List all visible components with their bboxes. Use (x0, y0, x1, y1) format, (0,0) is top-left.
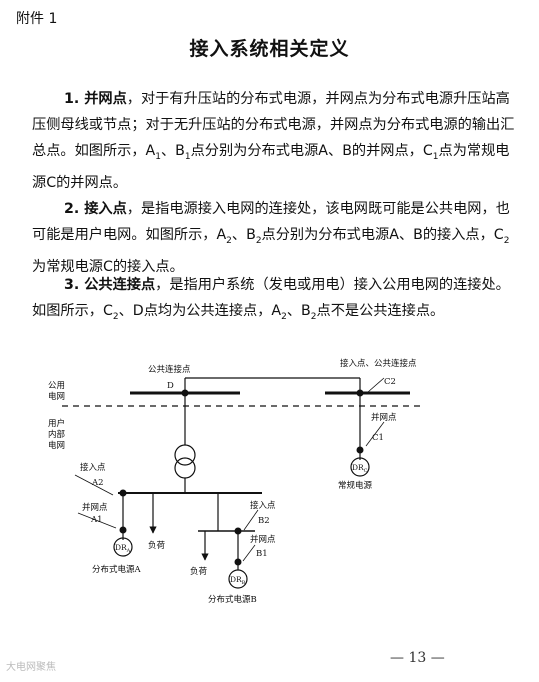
dr-text: DR (230, 575, 242, 584)
load-1-label: 负荷 (148, 540, 166, 551)
subscript: 2 (281, 311, 287, 322)
node-a1-label: A1 (90, 515, 103, 525)
paragraph-text: 为常规电源C的接入点。 (32, 258, 184, 275)
dr-b-label: DRB (230, 575, 246, 586)
public-grid-label: 公用 (48, 381, 65, 391)
paragraph-access-point: 2. 接入点，是指电源接入电网的连接处，该电网既可能是公共电网，也可能是用户电网… (32, 196, 517, 280)
watermark: 大电网聚焦 (6, 662, 56, 673)
paragraph-text: 、D点均为公共连接点，A (118, 303, 282, 319)
term-heading: 1. 并网点 (64, 91, 127, 107)
attachment-label: 附件 1 (16, 11, 58, 27)
subscript: 1 (432, 151, 439, 162)
paragraph-text: 、B (286, 303, 311, 319)
term-heading: 3. 公共连接点 (64, 277, 156, 293)
dr-b-circle (228, 569, 248, 589)
subscript: 2 (310, 311, 317, 322)
user-grid-label: 内部 (48, 429, 66, 440)
term-heading: 2. 接入点 (64, 201, 127, 217)
transformer-lower (174, 457, 196, 479)
paragraph-text: ，是指电源接入电网的连接处，该电网既可能是公共电网，也可能是用户电网。如图所示，… (32, 201, 510, 243)
user-grid-label: 用户 (48, 418, 65, 429)
user-grid-label: 电网 (48, 440, 65, 451)
access-point-b-label: 接入点 (250, 500, 276, 511)
grid-point-a-label: 并网点 (82, 502, 108, 513)
node-b1-label: B1 (256, 549, 268, 559)
subscript: 2 (255, 235, 262, 246)
subscript: 2 (226, 235, 232, 246)
subscript: 2 (112, 311, 119, 322)
node-c2-label: C2 (384, 377, 396, 387)
distributed-a-label: 分布式电源A (92, 564, 142, 575)
subscript: 1 (155, 151, 161, 162)
node-d-dot (181, 389, 189, 397)
dr-c-circle (350, 457, 370, 477)
paragraph-text: 点分别为分布式电源A、B的并网点，C (190, 143, 433, 159)
node-a2-dot (119, 489, 127, 497)
node-d-label: D (167, 381, 174, 391)
grid-point-c-label: 并网点 (371, 412, 397, 423)
paragraph-grid-connection-point: 1. 并网点，对于有升压站的分布式电源，并网点为分布式电源升压站高压侧母线或节点… (32, 86, 517, 196)
page-number: — 13 — (390, 650, 445, 666)
conventional-source-label: 常规电源 (338, 480, 373, 491)
dr-c-label: DRC (352, 463, 368, 474)
paragraph-text: 点不是公共连接点。 (316, 303, 445, 319)
node-a2-label: A2 (91, 478, 104, 488)
paragraph-text: ，是指用户系统（发电或用电）接入公用电网的连接处。如图所示，C (32, 277, 510, 319)
paragraph-text: 点分别为分布式电源A、B的接入点，C (261, 227, 504, 243)
subscript: 1 (184, 151, 191, 162)
node-b1-dot (234, 558, 242, 566)
dr-text: DR (115, 543, 127, 552)
node-a1-dot (119, 526, 127, 534)
node-c2-dot (356, 389, 364, 397)
pcc-label: 公共连接点 (148, 364, 191, 375)
dr-a-circle (113, 537, 133, 557)
dr-text: DR (352, 463, 364, 472)
access-pcc-label: 接入点、公共连接点 (340, 358, 417, 369)
dr-subscript: C (364, 468, 368, 474)
transformer-upper (174, 444, 196, 466)
paragraph-text: ，对于有升压站的分布式电源，并网点为分布式电源升压站高压侧母线或节点；对于无升压… (32, 91, 515, 159)
node-b2-dot (234, 527, 242, 535)
paragraph-point-of-common-coupling: 3. 公共连接点，是指用户系统（发电或用电）接入公用电网的连接处。如图所示，C2… (32, 272, 517, 330)
connection-diagram: 公用 电网 用户 内部 电网 公共连接点 D 接入点、公共连接点 C2 并网点 … (48, 358, 420, 605)
paragraph-text: 点为常规电源C的并网点。 (32, 143, 510, 191)
node-c1-dot (356, 446, 364, 454)
node-b2-label: B2 (258, 516, 270, 526)
grid-point-b-label: 并网点 (250, 534, 276, 545)
page-title: 接入系统相关定义 (189, 38, 350, 60)
distributed-b-label: 分布式电源B (208, 594, 257, 605)
dr-subscript: B (242, 580, 246, 586)
dr-subscript: A (126, 548, 131, 554)
paragraph-text: 、B (231, 227, 256, 243)
access-point-a-label: 接入点 (80, 462, 106, 473)
node-c1-label: C1 (372, 433, 384, 443)
load-2-label: 负荷 (190, 566, 208, 577)
subscript: 2 (503, 235, 510, 246)
paragraph-text: 、B (160, 143, 185, 159)
dr-a-label: DRA (115, 543, 131, 554)
public-grid-label: 电网 (48, 391, 65, 402)
